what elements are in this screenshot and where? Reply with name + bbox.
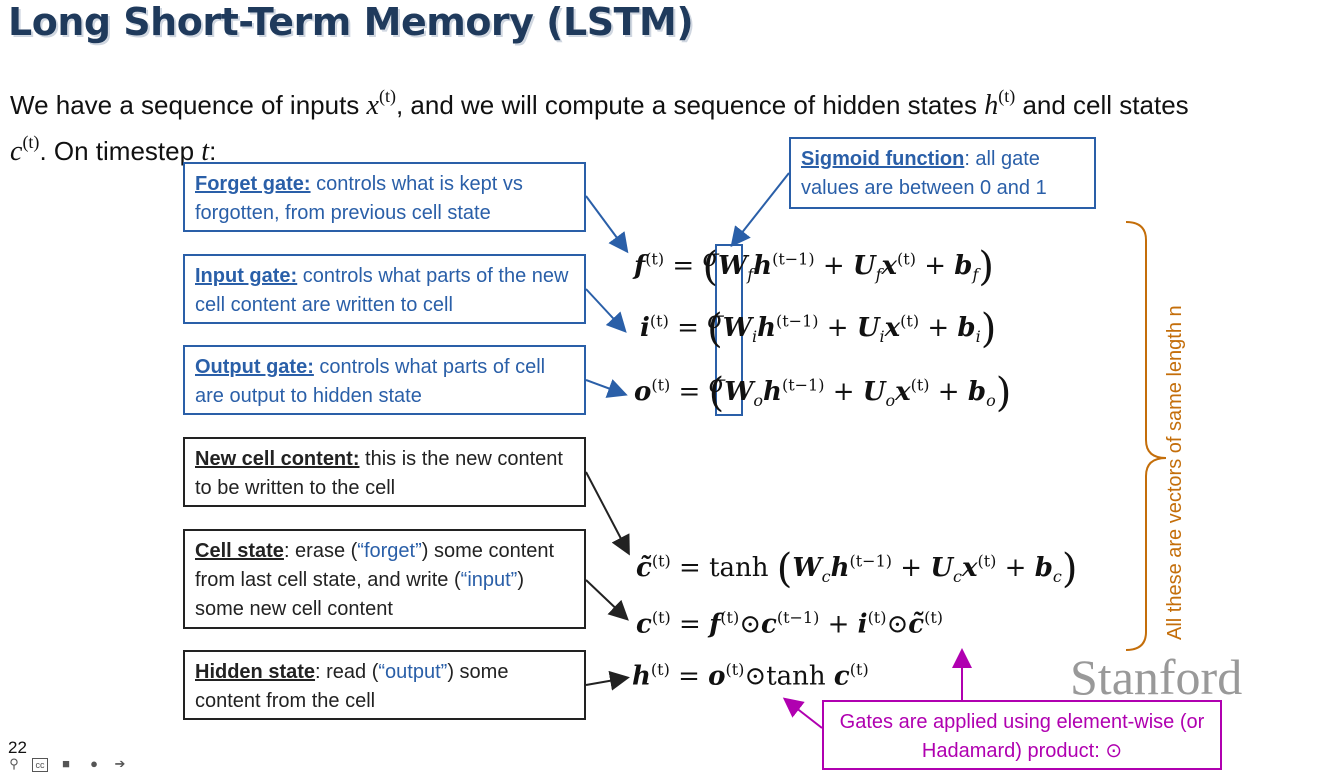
more-icon[interactable]: ● (90, 756, 98, 771)
box-heading: Output gate: (195, 356, 314, 378)
math-c: c (10, 136, 23, 167)
box-heading: Hidden state (195, 661, 316, 683)
math-sup: (t) (378, 86, 396, 106)
intro-part: and cell states (1015, 90, 1189, 120)
search-icon[interactable]: ⚲ (9, 756, 19, 771)
forget-gate-box: Forget gate: controls what is kept vs fo… (183, 162, 586, 232)
math-sup: (t) (22, 132, 40, 152)
box-body: : erase ( (283, 540, 358, 562)
sigmoid-box: Sigmoid function: all gate values are be… (789, 137, 1096, 209)
intro-text: We have a sequence of inputs x(t), and w… (10, 78, 1330, 170)
new-cell-equation: c̃(t) = tanh (Wch(t−1) + Ucx(t) + bc) (636, 546, 1078, 592)
new-cell-content-box: New cell content: this is the new conten… (183, 437, 586, 507)
input-arrow (585, 288, 627, 333)
box-body: this is the new content to be written to… (195, 448, 563, 499)
box-body: ) some new cell content (195, 569, 525, 620)
math-t: t (201, 136, 210, 167)
page-number: 22 (8, 738, 27, 757)
vector-brace (1125, 221, 1167, 651)
output-gate-box: Output gate: controls what parts of cell… (183, 345, 586, 415)
video-icon[interactable]: ■ (62, 756, 70, 771)
box-heading: Forget gate: (195, 173, 311, 195)
box-quote: “output” (378, 661, 448, 683)
box-heading: Sigmoid function (801, 148, 965, 170)
math-h: h (984, 90, 999, 121)
input-gate-box: Input gate: controls what parts of the n… (183, 254, 586, 324)
hidden-state-box: Hidden state: read (“output”) some conte… (183, 650, 586, 720)
cell-state-arrow (585, 579, 629, 621)
new-cell-arrow (585, 471, 630, 556)
box-heading: New cell content: (195, 448, 360, 470)
input-equation: i(t) = σ (Wih(t−1) + Uix(t) + bi) (640, 306, 997, 352)
box-body: ) some content from last cell state, and… (195, 540, 555, 591)
intro-part: We have a sequence of inputs (10, 90, 367, 120)
math-sup: (t) (998, 86, 1016, 106)
box-body: Gates are applied using element-wise (or… (839, 711, 1205, 762)
box-heading: Input gate: (195, 265, 298, 287)
stanford-logo: Stanford (1070, 649, 1243, 705)
slide-title: Long Short-Term Memory (LSTM) (8, 0, 694, 44)
cell-state-box: Cell state: erase (“forget”) some conten… (183, 529, 586, 629)
box-body: controls what parts of cell are output t… (195, 356, 546, 407)
intro-part: , and we will compute a sequence of hidd… (395, 90, 985, 120)
cc-icon[interactable]: cc (32, 758, 48, 772)
vector-length-note: All these are vectors of same length n (1164, 305, 1186, 640)
sigmoid-highlight (715, 244, 743, 416)
output-equation: o(t) = σ (Woh(t−1) + Uox(t) + bo) (634, 370, 1012, 416)
intro-part: : (209, 136, 217, 166)
math-x: x (366, 90, 379, 121)
intro-part: . On timestep (39, 136, 202, 166)
next-icon[interactable]: ➔ (114, 756, 126, 771)
hadamard-arrow-1 (782, 697, 823, 729)
forget-arrow (585, 195, 629, 254)
box-body: : read ( (315, 661, 379, 683)
sigmoid-arrow (730, 172, 790, 248)
box-body: : all gate values are between 0 and 1 (801, 148, 1047, 199)
box-body: controls what is kept vs forgotten, from… (195, 173, 523, 224)
box-body: ) some content from the cell (195, 661, 509, 712)
box-heading: Cell state (195, 540, 284, 562)
box-quote: “input” (460, 569, 518, 591)
hadamard-note-box: Gates are applied using element-wise (or… (822, 700, 1222, 770)
output-arrow (585, 379, 628, 398)
forget-equation: f(t) = σ (Wfh(t−1) + Ufx(t) + bf) (634, 244, 994, 290)
hidden-state-arrow (585, 670, 630, 691)
box-quote: “forget” (357, 540, 422, 562)
hidden-state-equation: h(t) = o(t)⊙tanh c(t) (632, 660, 869, 692)
box-body: controls what parts of the new cell cont… (195, 265, 569, 316)
cell-state-equation: c(t) = f(t)⊙c(t−1) + i(t)⊙c̃(t) (636, 608, 944, 640)
